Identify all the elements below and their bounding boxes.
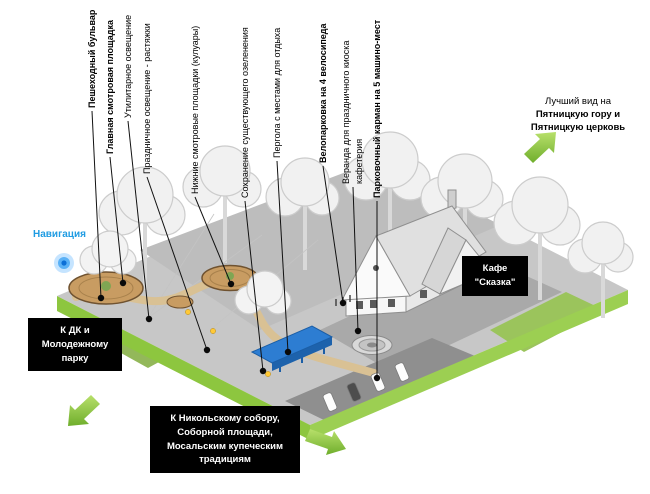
callout-label-bike-parking: Велопарковка на 4 велосипеда bbox=[318, 23, 328, 163]
navigation-label: Навигация bbox=[33, 229, 86, 240]
lamp-dots bbox=[185, 309, 271, 377]
callout-label-main-viewing-platform: Главная смотровая площадка bbox=[105, 20, 115, 154]
slab-edge-right bbox=[310, 290, 628, 440]
small-deck bbox=[166, 295, 194, 309]
callout-label-utility-lighting: Утилитарное освещение bbox=[123, 14, 133, 118]
cafe-skazka-label-box: Кафе "Сказка" bbox=[462, 256, 528, 296]
callout-label-pedestrian-boulevard: Пешеходный бульвар bbox=[87, 9, 97, 108]
best-view-note-prefix: Лучший вид на bbox=[545, 96, 611, 107]
callout-lines bbox=[91, 110, 378, 378]
roof-main bbox=[375, 205, 487, 297]
arrow-to-dk bbox=[68, 395, 100, 426]
callout-label-pergola: Пергола с местами для отдыха bbox=[272, 27, 282, 158]
pergola bbox=[250, 325, 334, 372]
callout-label-festive-lighting: Праздничное освещение - растяжки bbox=[142, 23, 152, 174]
direction-arrows bbox=[68, 132, 556, 455]
car bbox=[322, 392, 338, 412]
tree-canopies bbox=[98, 131, 634, 274]
arrow-best-view bbox=[524, 132, 556, 163]
callout-dots bbox=[97, 279, 381, 382]
destination-dk-box: К ДК и Молодежному парку bbox=[28, 318, 122, 372]
viewing-platforms bbox=[68, 264, 259, 309]
car bbox=[346, 382, 362, 402]
callout-label-parking-bay: Парковочный карман на 5 машино-мест bbox=[372, 19, 382, 198]
circular-plaza bbox=[351, 335, 393, 355]
best-view-note-emphasis: Пятницкую гору и Пятницкую церковь bbox=[530, 108, 626, 133]
car bbox=[394, 362, 410, 382]
navigation-marker bbox=[54, 253, 74, 273]
callout-label-lower-platforms: Нижние смотровые площадки (кулуары) bbox=[190, 25, 200, 194]
callout-label-preserve-greenery: Сохранение существующего озеленения bbox=[240, 27, 250, 198]
chimney bbox=[447, 189, 457, 211]
arrow-to-cathedral bbox=[305, 429, 346, 455]
cafe-building bbox=[341, 189, 493, 317]
destination-cathedral-box: К Никольскому собору, Соборной площади, … bbox=[150, 406, 300, 474]
callout-label-kiosk-veranda: Веранда для праздничного киоска кафетери… bbox=[341, 40, 364, 184]
best-view-note: Лучший вид на Пятницкую гору и Пятницкую… bbox=[512, 96, 644, 134]
